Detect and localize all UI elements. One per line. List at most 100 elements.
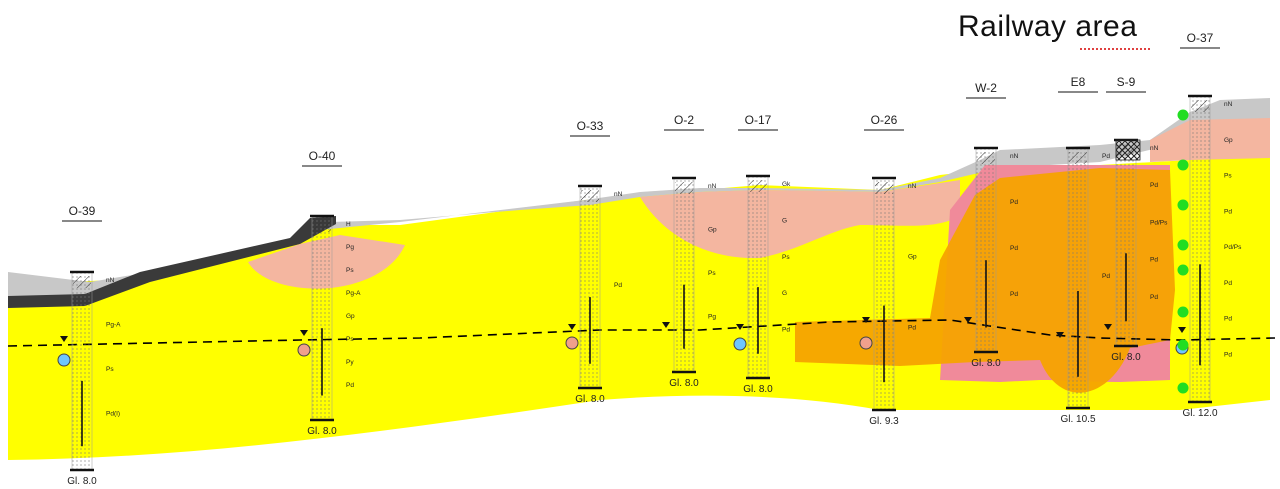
borehole-label: O-39 — [69, 204, 96, 218]
green-sample-marker — [1177, 159, 1189, 171]
layer-code-label: G — [782, 290, 787, 297]
layer-code-label: nN — [1224, 101, 1233, 108]
fill-hatch — [73, 276, 91, 288]
green-sample-marker — [1177, 382, 1189, 394]
layer-code-label: Gp — [908, 254, 917, 261]
water-level-triangle-icon — [736, 324, 744, 330]
layer-code-label: nN — [908, 183, 917, 190]
water-level-triangle-icon — [1104, 324, 1112, 330]
fill-hatch — [1069, 152, 1087, 164]
borehole-depth-label: Gl. 8.0 — [575, 394, 605, 405]
fill-hatch — [749, 180, 767, 192]
borehole-label: O-26 — [871, 113, 898, 127]
layer-code-label: nN — [1010, 153, 1019, 160]
green-sample-marker — [1177, 264, 1189, 276]
fill-hatch — [977, 152, 995, 164]
layer-code-label: Ps — [106, 366, 114, 373]
layer-code-label: Pd — [1224, 280, 1232, 287]
sample-marker-circle — [859, 336, 873, 350]
title-underline-squiggle — [1080, 46, 1150, 50]
layer-code-label: Ps — [782, 254, 790, 261]
pavement-layer — [8, 216, 336, 308]
layer-code-label: Pd — [1150, 257, 1158, 264]
borehole-depth-label: Gl. 10.5 — [1060, 414, 1095, 425]
layer-code-label: Pg-A — [346, 290, 361, 297]
s9-fill-block — [1115, 139, 1141, 161]
water-level-triangle-icon — [568, 324, 576, 330]
borehole-depth-label: Gl. 8.0 — [743, 384, 773, 395]
borehole-label: S-9 — [1117, 75, 1136, 89]
borehole-depth-label: Gl. 8.0 — [67, 476, 97, 487]
layer-code-label: Gk — [782, 181, 791, 188]
water-level-triangle-icon — [1178, 327, 1186, 333]
sample-marker-circle — [565, 336, 579, 350]
layer-code-label: Pg — [708, 314, 716, 321]
layer-code-label: G — [782, 217, 787, 224]
fill-hatch — [875, 182, 893, 194]
water-level-triangle-icon — [60, 336, 68, 342]
layer-code-label: nN — [106, 277, 115, 284]
layer-code-label: Ps — [708, 270, 716, 277]
layer-code-label: Gp — [708, 227, 717, 234]
layer-code-label: Pd — [908, 324, 916, 331]
layer-code-label: Pd — [1150, 182, 1158, 189]
fill-hatch — [313, 220, 331, 232]
borehole-label: O-37 — [1187, 31, 1214, 45]
water-level-triangle-icon — [964, 317, 972, 323]
borehole-depth-label: Gl. 8.0 — [971, 358, 1001, 369]
sample-marker-circle — [297, 343, 311, 357]
fill-hatch — [675, 182, 693, 194]
green-sample-marker — [1177, 306, 1189, 318]
layer-code-label: H — [346, 221, 351, 228]
layer-code-label: Pd — [1224, 208, 1232, 215]
layer-code-label: nN — [708, 183, 717, 190]
borehole-label: O-33 — [577, 119, 604, 133]
borehole-depth-label: Gl. 8.0 — [669, 378, 699, 389]
water-level-triangle-icon — [862, 317, 870, 323]
water-level-triangle-icon — [1056, 332, 1064, 338]
layer-code-label: Ps — [346, 336, 354, 343]
layer-code-label: Pd(I) — [106, 411, 120, 418]
layer-code-label: Pd/Ps — [1224, 244, 1242, 251]
layer-code-label: Pd — [614, 282, 622, 289]
borehole-depth-label: Gl. 12.0 — [1182, 408, 1217, 419]
layer-code-label: Pd — [346, 382, 354, 389]
borehole-label: O-2 — [674, 113, 694, 127]
water-level-triangle-icon — [662, 322, 670, 328]
sample-marker-circle — [57, 353, 71, 367]
fill-hatch — [1191, 100, 1209, 112]
layer-code-label: Pd — [782, 327, 790, 334]
borehole-depth-label: Gl. 8.0 — [1111, 352, 1141, 363]
layer-code-label: Pd — [1010, 199, 1018, 206]
diagram-title: Railway area — [958, 10, 1138, 43]
layer-code-label: Py — [346, 359, 354, 366]
layer-code-label: Pg-A — [106, 322, 121, 329]
layer-code-label: Pd — [1102, 153, 1110, 160]
layer-code-label: Gp — [346, 313, 355, 320]
green-sample-marker — [1177, 239, 1189, 251]
borehole-depth-label: Gl. 8.0 — [307, 426, 337, 437]
layer-code-label: Pd — [1010, 245, 1018, 252]
layer-code-label: Ps — [346, 267, 354, 274]
layer-code-label: Pd — [1224, 351, 1232, 358]
layer-code-label: Pd — [1102, 273, 1110, 280]
green-sample-marker — [1177, 199, 1189, 211]
borehole-label: O-17 — [745, 113, 772, 127]
layer-code-label: Pd — [1150, 294, 1158, 301]
fill-hatch — [581, 190, 599, 202]
green-sample-marker — [1177, 339, 1189, 351]
layer-code-label: Gp — [1224, 137, 1233, 144]
borehole-label: E8 — [1071, 75, 1086, 89]
layer-code-label: Pd — [1224, 316, 1232, 323]
layer-code-label: Pg — [346, 244, 354, 251]
